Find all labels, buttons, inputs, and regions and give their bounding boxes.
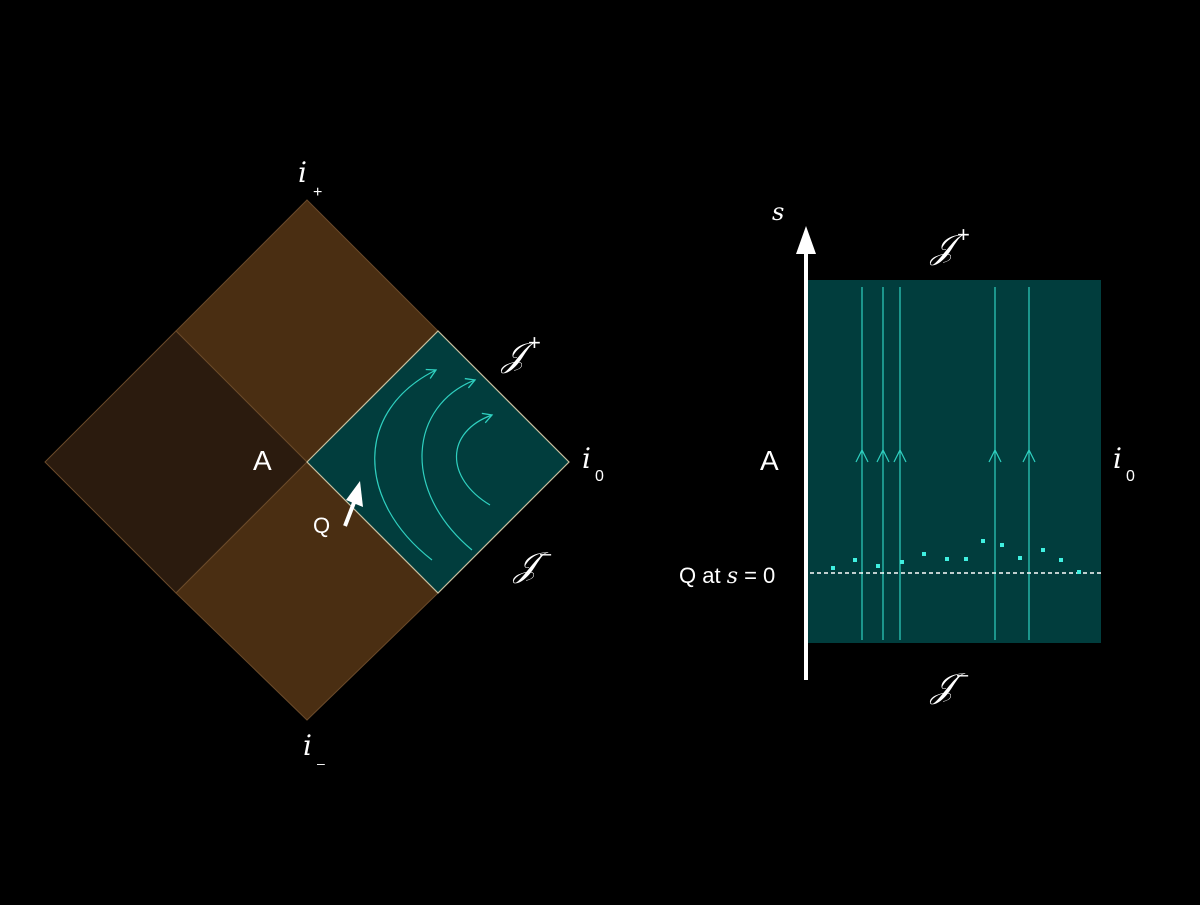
label-i-zero: i: [582, 442, 591, 475]
label-i-minus: i: [303, 729, 312, 762]
flow-arrow-4: [988, 448, 1002, 463]
label-i-minus-sub: –: [317, 755, 325, 771]
region-teal-strip: [808, 280, 1101, 643]
label-scri-minus-sup: –: [540, 543, 552, 565]
conformal-strip-diagram: s 𝒥 + 𝒥 – A i 0 Q at s = 0: [679, 198, 1135, 706]
dot: [1041, 548, 1045, 552]
label-i-zero-right: i: [1113, 442, 1122, 475]
label-scri-plus-sup: +: [528, 330, 541, 355]
dot: [964, 557, 968, 561]
dot: [876, 564, 880, 568]
dot: [1000, 543, 1004, 547]
dot: [1077, 570, 1081, 574]
dot: [1018, 556, 1022, 560]
label-s-axis: s: [772, 198, 784, 226]
label-A: A: [253, 445, 272, 476]
label-i-plus: i: [298, 156, 307, 189]
flow-curve-3: [456, 412, 494, 506]
label-i-zero-sub-right: 0: [1126, 468, 1135, 485]
label-q-at-s-zero: Q at s = 0: [679, 563, 775, 589]
label-A-right: A: [760, 445, 779, 476]
dot: [1059, 558, 1063, 562]
dot: [831, 566, 835, 570]
q-label-suffix: = 0: [738, 563, 775, 588]
q-label-prefix: Q at: [679, 563, 727, 588]
dot: [922, 552, 926, 556]
dot: [853, 558, 857, 562]
flow-arrow-1: [855, 448, 869, 463]
dot: [981, 539, 985, 543]
label-i-zero-sub: 0: [595, 468, 604, 485]
flow-arrow-2: [876, 448, 890, 463]
arrow-up-right-icon: [343, 481, 363, 527]
flow-arrow-3: [893, 448, 907, 463]
region-right-teal: [306, 330, 570, 594]
dot: [900, 560, 904, 564]
quantum-dots: [831, 539, 1081, 574]
q-label-var: s: [727, 564, 738, 589]
flow-curve-1: [374, 368, 438, 561]
penrose-diagram: i + i – i 0 𝒥 + 𝒥 – A Q: [44, 156, 604, 771]
flow-curve-2: [421, 377, 477, 551]
dot: [945, 557, 949, 561]
label-i-plus-sub: +: [313, 184, 322, 201]
flow-arrow-5: [1022, 448, 1036, 463]
label-Q: Q: [313, 513, 330, 538]
arrow-up-icon: [796, 226, 816, 254]
s-axis: [796, 226, 816, 680]
label-scri-minus-sup-right: –: [957, 664, 969, 686]
label-scri-plus-sup-right: +: [957, 222, 970, 247]
vertical-flow-lines: [855, 287, 1036, 640]
